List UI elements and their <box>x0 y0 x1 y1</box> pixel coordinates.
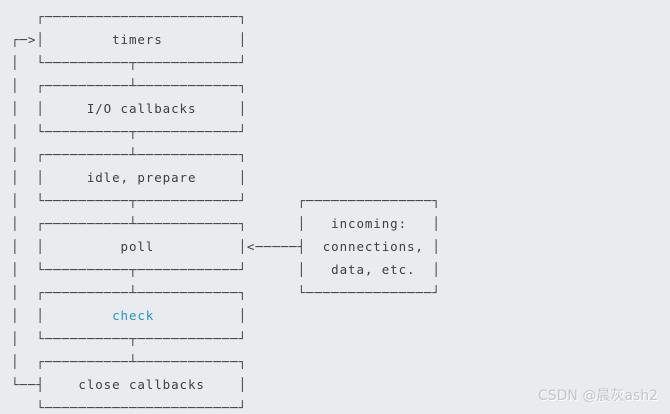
diagram-check-row-right: │ <box>154 308 247 323</box>
event-loop-ascii-diagram: ┌───────────────────────┐ ┌─>│ timers │ … <box>11 5 441 414</box>
check-link[interactable]: check <box>112 308 155 323</box>
diagram-text-top: ┌───────────────────────┐ ┌─>│ timers │ … <box>11 9 441 300</box>
diagram-check-row-left: │ │ <box>11 308 113 323</box>
csdn-watermark: CSDN @晨灰ash2 <box>537 388 658 404</box>
diagram-text-bottom: │ └──────────┬────────────┘ │ ┌─────────… <box>11 331 247 414</box>
